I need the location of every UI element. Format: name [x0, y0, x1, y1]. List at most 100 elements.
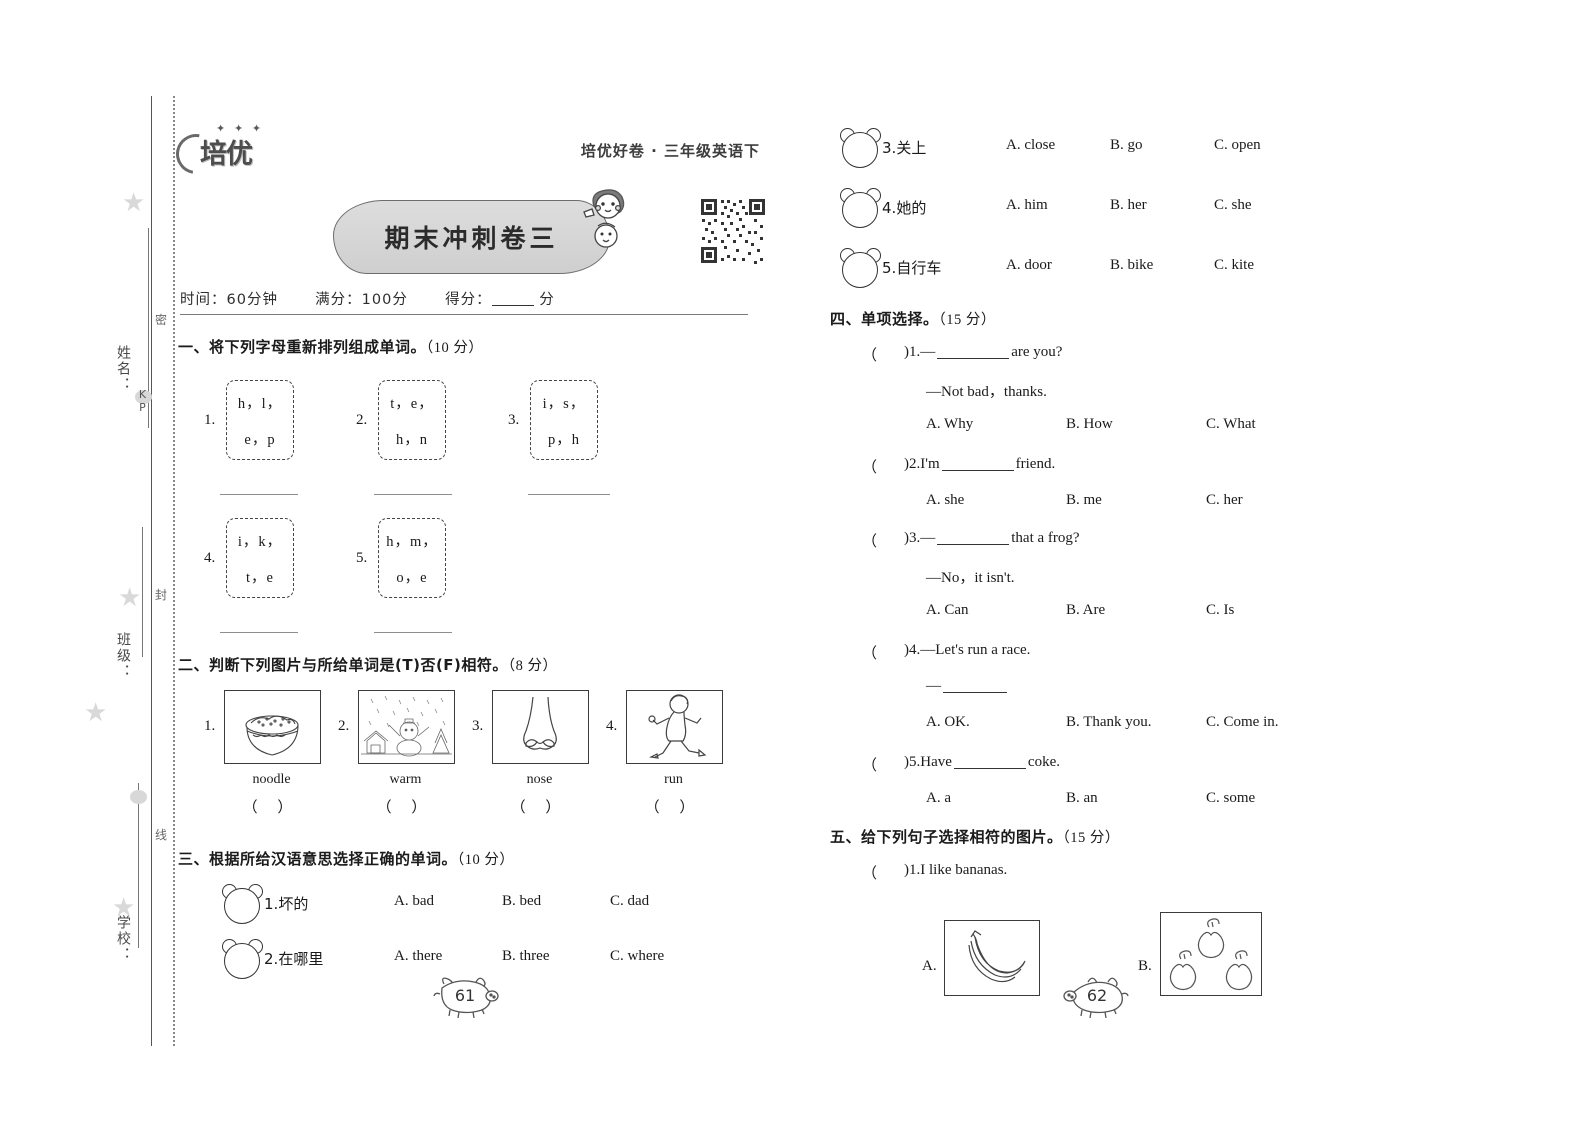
ex4-item-2-option-a[interactable]: A. she — [926, 492, 965, 508]
page-title: 期末冲刺卷三 — [384, 224, 559, 253]
ex1-answer-line-5[interactable] — [374, 632, 452, 633]
ex3-item-4-number: 4. — [882, 199, 897, 217]
section-2-heading: 二、判断下列图片与所给单词是(T)否(F)相符。（8 分） — [178, 654, 558, 675]
ex4-item-3-answer-paren[interactable]: （ — [862, 534, 878, 550]
answer-bubble-bear-icon[interactable] — [838, 248, 882, 288]
ex4-item-5-stem-pre: Have — [920, 754, 952, 770]
ex4-item-5-option-c[interactable]: C. some — [1206, 790, 1256, 806]
ex5-item-1-answer-paren[interactable]: （ — [862, 866, 878, 882]
ex4-item-4-option-c[interactable]: C. Come in. — [1206, 714, 1279, 730]
kp-mark-dot — [135, 390, 152, 404]
ex4-item-1-option-c[interactable]: C. What — [1206, 416, 1256, 432]
ex4-item-5-option-b[interactable]: B. an — [1066, 790, 1098, 806]
ex3-item-3: 3.关上 A. close B. go C. open — [838, 126, 1378, 182]
answer-bubble-bear-icon[interactable] — [220, 939, 264, 979]
ex4-item-2-answer-paren[interactable]: （ — [862, 460, 878, 476]
ex4-item-2-blank[interactable] — [941, 470, 1014, 471]
ex1-letter-box-3: i，s， p，h — [530, 380, 598, 460]
page-number-right-text: 62 — [1086, 985, 1108, 1005]
star-decor-2: ★ — [118, 583, 142, 612]
ex3-item-3-chinese: 关上 — [896, 139, 927, 157]
answer-bubble-bear-icon[interactable] — [220, 884, 264, 924]
ex4-item-1-blank[interactable] — [937, 358, 1010, 359]
ex1-letter-box-4: i，k， t，e — [226, 518, 294, 598]
answer-bubble-bear-icon[interactable] — [838, 188, 882, 228]
ex2-item-3-number: 3. — [472, 718, 484, 734]
ex4-item-1-option-a[interactable]: A. Why — [926, 416, 974, 432]
ex3-item-2-option-b[interactable]: B. three — [502, 948, 550, 964]
ex3-item-1-option-c[interactable]: C. dad — [610, 893, 650, 909]
ex4-item-4-stem2-dash: — — [926, 678, 941, 694]
full-score-label: 满分：100分 — [315, 292, 408, 308]
ex3-item-5-option-b[interactable]: B. bike — [1110, 257, 1154, 273]
ex4-item-4-answer-paren[interactable]: （ — [862, 646, 878, 662]
ex3-item-5: 5.自行车 A. door B. bike C. kite — [838, 246, 1378, 302]
ex2-bracket-3[interactable]: （ ） — [510, 800, 569, 816]
ex4-item-2-option-c[interactable]: C. her — [1206, 492, 1243, 508]
ex1-answer-line-2[interactable] — [374, 494, 452, 495]
ex3-item-2-option-a[interactable]: A. there — [394, 948, 443, 964]
ex1-answer-line-3[interactable] — [528, 494, 610, 495]
ex1-item-2-number: 2. — [356, 412, 368, 428]
section-1-points: （10 分） — [426, 340, 484, 356]
got-score-unit: 分 — [539, 292, 555, 308]
ex5-picture-a-bananas[interactable] — [944, 920, 1040, 996]
ex4-item-5-option-a[interactable]: A. a — [926, 790, 951, 806]
ex4-item-4-option-a[interactable]: A. OK. — [926, 714, 970, 730]
ex3-item-1-number: 1. — [264, 895, 279, 913]
time-label: 时间：60分钟 — [180, 292, 278, 308]
ex4-item-3-option-b[interactable]: B. Are — [1066, 602, 1106, 618]
ex4-item-4-blank[interactable] — [943, 692, 1007, 693]
ex5-item-1-sentence: I like bananas. — [920, 862, 1008, 878]
ex3-item-1-option-a[interactable]: A. bad — [394, 893, 434, 909]
section-2-heading-text: 二、判断下列图片与所给单词是(T)否(F)相符。 — [178, 656, 508, 674]
seal-char-xian: 线 — [154, 828, 167, 842]
ex3-item-4-option-c[interactable]: C. she — [1214, 197, 1252, 213]
ex3-item-3-option-b[interactable]: B. go — [1110, 137, 1143, 153]
ex4-item-5-answer-paren[interactable]: （ — [862, 758, 878, 774]
ex3-item-3-option-a[interactable]: A. close — [1006, 137, 1056, 153]
ex2-bracket-1[interactable]: （ ） — [242, 800, 301, 816]
ex3-item-1-option-b[interactable]: B. bed — [502, 893, 542, 909]
ex5-picture-b-apples[interactable] — [1160, 912, 1262, 996]
bear-body — [842, 132, 878, 168]
ex2-word-4: run — [664, 772, 683, 787]
ex3-item-4-option-b[interactable]: B. her — [1110, 197, 1147, 213]
ex4-item-3-blank[interactable] — [937, 544, 1010, 545]
ex2-bracket-2[interactable]: （ ） — [376, 800, 435, 816]
ex3-item-1: 1.坏的 A. bad B. bed C. dad — [220, 882, 740, 938]
qr-code-icon — [698, 196, 768, 266]
ex4-item-5-blank[interactable] — [953, 768, 1026, 769]
ex4-item-1-option-b[interactable]: B. How — [1066, 416, 1113, 432]
answer-bubble-bear-icon[interactable] — [838, 128, 882, 168]
score-info-line: 时间：60分钟 满分：100分 得分： 分 — [180, 288, 748, 315]
ex3-item-4-option-a[interactable]: A. him — [1006, 197, 1048, 213]
ex1-answer-line-4[interactable] — [220, 632, 298, 633]
ex4-item-1-answer-paren[interactable]: （ — [862, 348, 878, 364]
section-4-heading: 四、单项选择。（15 分） — [830, 308, 996, 329]
logo-text: 培优 — [200, 139, 253, 170]
got-score-blank[interactable] — [491, 305, 534, 306]
ex4-item-4-stem-pre: —Let's run a race. — [920, 642, 1031, 658]
ex2-picture-4-running-boy — [626, 690, 723, 764]
field-label-class: 班级： — [115, 632, 131, 680]
ex1-answer-line-1[interactable] — [220, 494, 298, 495]
ex3-item-2-option-c[interactable]: C. where — [610, 948, 665, 964]
ex1-letter-box-1: h，l， e，p — [226, 380, 294, 460]
ex4-item-3-stem: )3.—that a frog? — [904, 530, 1080, 547]
ex3-item-5-option-a[interactable]: A. door — [1006, 257, 1052, 273]
ex3-item-5-prompt: 5.自行车 — [882, 257, 941, 278]
ex4-item-3-option-c[interactable]: C. Is — [1206, 602, 1235, 618]
ex4-item-3-option-a[interactable]: A. Can — [926, 602, 969, 618]
ex4-item-2-option-b[interactable]: B. me — [1066, 492, 1102, 508]
ex1-item-1-line1: h，l， — [237, 395, 283, 412]
ex4-item-4-number: )4. — [904, 642, 921, 658]
ex2-bracket-4[interactable]: （ ） — [644, 800, 703, 816]
ex3-item-3-option-c[interactable]: C. open — [1214, 137, 1261, 153]
ex5-item-1-number: )1. — [904, 862, 921, 878]
ex3-item-5-option-c[interactable]: C. kite — [1214, 257, 1254, 273]
ex4-item-4-option-b[interactable]: B. Thank you. — [1066, 714, 1152, 730]
